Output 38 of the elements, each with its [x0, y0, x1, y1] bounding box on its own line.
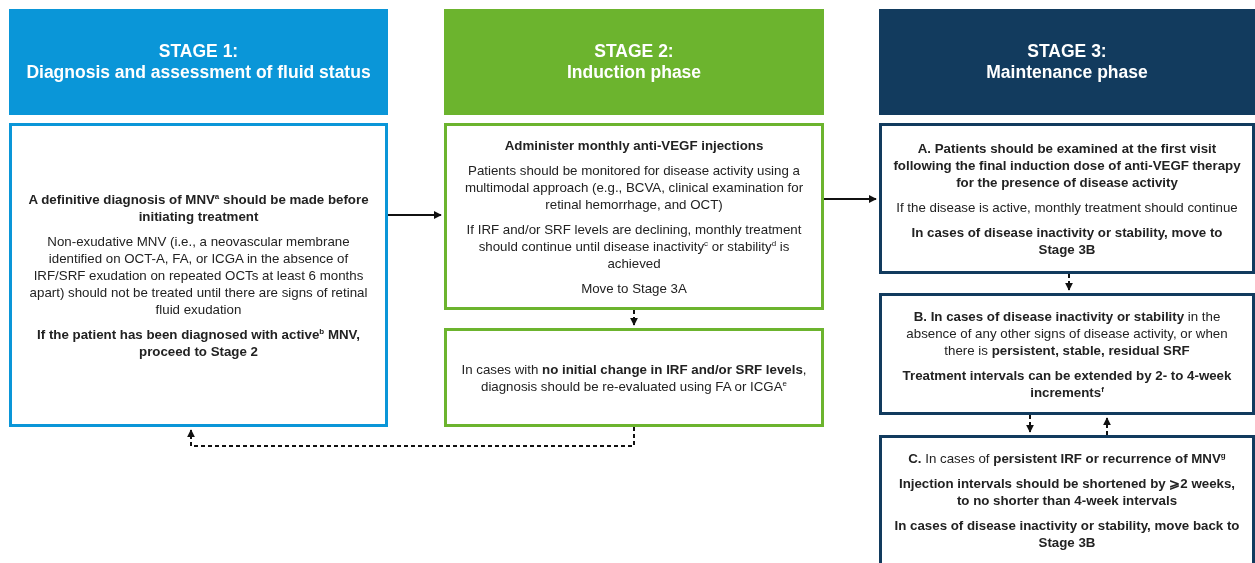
- step-text: B. In cases of disease inactivity or stability in the absence of any other signs of disease activity, or when there is persistent, stable, residual SRF: [905, 307, 1229, 359]
- stage-title: Maintenance phase: [986, 62, 1148, 83]
- arrow: [630, 309, 638, 326]
- step-text: In cases with no initial change in IRF and/or SRF levels, diagnosis should be re-evaluated using FA or ICGA$^{e}$: [460, 360, 808, 395]
- stage-title: STAGE 2:: [594, 41, 674, 62]
- step-text: In cases of disease inactivity or stability, move back to Stage 3B: [893, 517, 1241, 551]
- step-text: If the disease is active, monthly treatment should continue: [896, 198, 1238, 216]
- step-text: A. Patients should be examined at the first visit following the final induction dose of anti-VEGF therapy for the presence of disease activity: [892, 139, 1242, 191]
- step-box: [879, 293, 1255, 415]
- stage-title: STAGE 1:: [158, 41, 239, 62]
- step-text: If IRF and/or SRF levels are declining, monthly treatment should continue until disease inactivity$^{c}$ or stability$^{d}$ is achieved: [465, 220, 803, 272]
- arrow: [187, 426, 635, 447]
- step-box: [444, 328, 824, 427]
- step-text: A definitive diagnosis of MNV$^{a}$ should be made before initiating treatment: [27, 190, 370, 225]
- step-text: Injection intervals should be shortened by ⩾2 weeks, to no shorter than 4-week intervals: [897, 475, 1237, 509]
- step-box: [879, 435, 1255, 563]
- step-text: If the patient has been diagnosed with active$^{b}$ MNV, proceed to Stage 2: [36, 325, 361, 360]
- arrow: [387, 211, 442, 219]
- step-text: Patients should be monitored for disease activity using a multimodal approach (e.g., BCVA, clinical examination for retinal hemorrhage, and OCT): [463, 161, 805, 213]
- stage-header: [9, 9, 388, 115]
- arrow: [1103, 417, 1111, 436]
- step-text: In cases of disease inactivity or stability, move to Stage 3B: [910, 223, 1224, 258]
- arrow: [1026, 414, 1034, 433]
- step-text: Move to Stage 3A: [581, 279, 687, 297]
- step-text: Treatment intervals can be extended by 2- to 4-week increments$^{f}$: [901, 366, 1233, 401]
- step-box: [444, 123, 824, 310]
- step-box: [879, 123, 1255, 274]
- stage-title: STAGE 3:: [1027, 41, 1107, 62]
- arrow: [823, 195, 877, 203]
- step-text: Non-exudative MNV (i.e., a neovascular membrane identified on OCT-A, FA, or ICGA in the absence of IRF/SRF exudation on repeated OCTs at least 6 months apart) should not be treated until there are signs of retinal fluid exudation: [28, 232, 369, 318]
- step-box: [9, 123, 388, 427]
- stage-title: Induction phase: [566, 62, 702, 83]
- arrow: [1065, 273, 1073, 291]
- step-text: Administer monthly anti-VEGF injections: [504, 136, 764, 154]
- step-text: C. In cases of persistent IRF or recurrence of MNV$^{g}$: [908, 450, 1226, 467]
- stage-header: [444, 9, 824, 115]
- stage-header: [879, 9, 1255, 115]
- stage-title: Diagnosis and assessment of fluid status: [26, 62, 371, 83]
